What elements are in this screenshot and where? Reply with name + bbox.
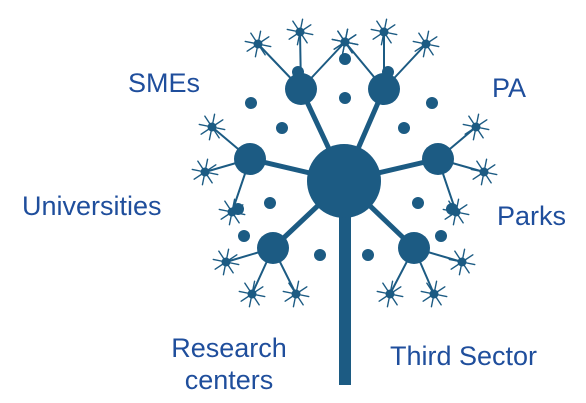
- central-node: [307, 144, 381, 218]
- satellite-node-9: [471, 122, 481, 132]
- satellite-node-13: [247, 289, 257, 299]
- small-node-0: [339, 53, 351, 65]
- satellite-node-15: [457, 257, 467, 267]
- label-smes: SMEs: [128, 68, 201, 98]
- small-node-8: [264, 197, 276, 209]
- satellite-node-1: [295, 27, 305, 37]
- hub-node-0: [285, 73, 317, 105]
- satellite-node-6: [207, 122, 217, 132]
- small-node-5: [426, 97, 438, 109]
- small-node-13: [435, 230, 447, 242]
- small-node-6: [232, 203, 244, 215]
- hub-node-2: [234, 143, 266, 175]
- small-node-10: [314, 249, 326, 261]
- small-node-2: [276, 122, 288, 134]
- satellite-node-3: [340, 37, 350, 47]
- small-node-11: [362, 249, 374, 261]
- hub-node-4: [257, 232, 289, 264]
- satellite-node-16: [429, 289, 439, 299]
- small-node-12: [238, 230, 250, 242]
- satellite-node-4: [379, 27, 389, 37]
- label-research-centers: Research centers: [163, 332, 295, 396]
- hub-node-1: [368, 73, 400, 105]
- network-nodes: [200, 27, 489, 299]
- hub-node-5: [398, 232, 430, 264]
- satellite-node-0: [253, 39, 263, 49]
- tree-trunk: [339, 200, 351, 385]
- satellite-node-10: [479, 167, 489, 177]
- satellite-node-5: [421, 39, 431, 49]
- satellite-node-7: [200, 167, 210, 177]
- label-universities: Universities: [22, 191, 162, 221]
- satellite-node-14: [291, 289, 301, 299]
- satellite-node-17: [385, 289, 395, 299]
- label-parks: Parks: [497, 201, 567, 231]
- small-node-4: [245, 97, 257, 109]
- small-node-7: [446, 203, 458, 215]
- small-node-3: [398, 122, 410, 134]
- small-node-9: [412, 197, 424, 209]
- hub-node-3: [422, 143, 454, 175]
- label-research-line2: centers: [184, 365, 274, 395]
- satellite-node-12: [221, 257, 231, 267]
- label-third-sector: Third Sector: [390, 341, 538, 371]
- label-research-line1: Research: [171, 333, 287, 363]
- small-node-1: [339, 92, 351, 104]
- label-pa: PA: [492, 73, 527, 103]
